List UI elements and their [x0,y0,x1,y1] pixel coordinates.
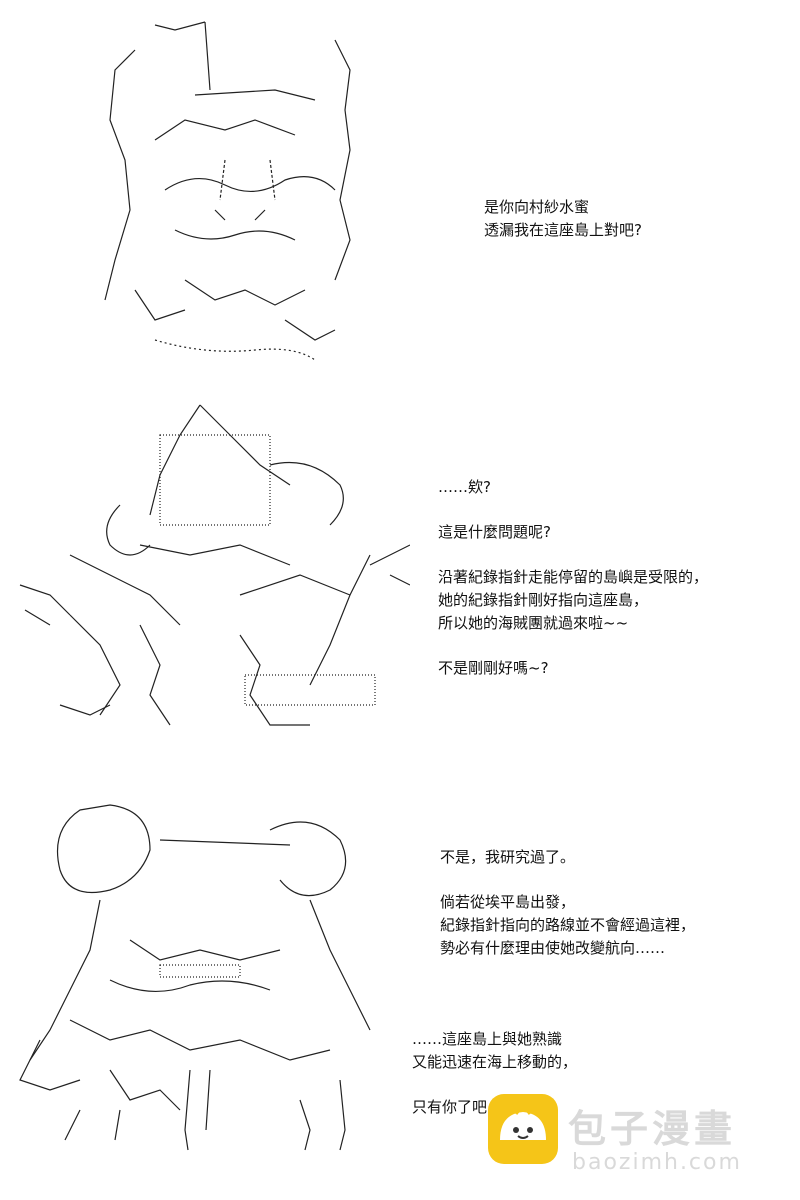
dialog-line: ……這座島上與她熟識 [412,1030,563,1048]
panel-1: 是你向村紗水蜜 透漏我在這座島上對吧? [0,0,800,390]
dialog-line: 所以她的海賊團就過來啦~~ [438,614,629,632]
dialog-panel-2: ……欸? 這是什麼問題呢? 沿著紀錄指針走能停留的島嶼是受限的， 她的紀錄指針剛… [438,476,708,702]
dialog-line: 這是什麼問題呢? [438,523,551,541]
ascii-art-character-1 [95,10,385,380]
dialog-line: 不是，我研究過了。 [440,848,576,866]
bun-logo-icon [486,1092,560,1166]
dialog-line: 透漏我在這座島上對吧? [484,221,642,239]
ascii-art-character-3 [10,790,390,1160]
dialog-line: 沿著紀錄指針走能停留的島嶼是受限的， [438,568,709,586]
dialog-panel-1: 是你向村紗水蜜 透漏我在這座島上對吧? [484,196,642,264]
dialog-line: ……欸? [438,478,491,496]
dialog-line: 又能迅速在海上移動的， [412,1053,578,1071]
dialog-line: 倘若從埃平島出發， [440,893,576,911]
panel-3: 不是，我研究過了。 倘若從埃平島出發， 紀錄指針指向的路線並不會經過這裡， 勢必… [0,780,800,1200]
dialog-line: 勢必有什麼理由使她改變航向…… [440,939,666,957]
dialog-line: 不是剛剛好嗎~? [438,659,549,677]
ascii-art-character-2 [10,395,410,735]
dialog-line: 只有你了吧 [412,1098,488,1116]
watermark-title: 包子漫畫 [568,1107,737,1151]
dialog-line: 她的紀錄指針剛好指向這座島， [438,591,649,609]
dialog-line: 是你向村紗水蜜 [484,198,590,216]
watermark: 包子漫畫 baozimh.com [486,1092,786,1182]
watermark-url: baozimh.com [572,1150,742,1175]
dialog-panel-3b: ……這座島上與她熟識 又能迅速在海上移動的， 只有你了吧 [412,1028,577,1141]
dialog-line: 紀錄指針指向的路線並不會經過這裡， [440,916,696,934]
panel-2: ……欸? 這是什麼問題呢? 沿著紀錄指針走能停留的島嶼是受限的， 她的紀錄指針剛… [0,390,800,760]
dialog-panel-3a: 不是，我研究過了。 倘若從埃平島出發， 紀錄指針指向的路線並不會經過這裡， 勢必… [440,846,695,982]
